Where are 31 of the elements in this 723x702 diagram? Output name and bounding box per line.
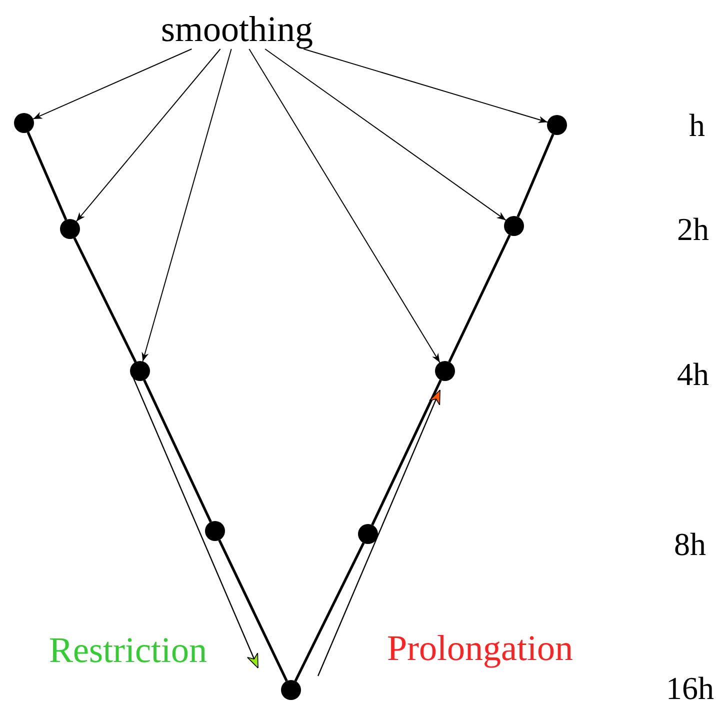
node-dot — [205, 521, 225, 541]
arrow — [264, 48, 506, 221]
level-label: 4h — [677, 358, 709, 390]
line — [143, 380, 212, 522]
node-label: smoothing — [161, 11, 314, 47]
node-dot — [504, 216, 524, 236]
level-label: h — [689, 109, 705, 141]
line — [448, 234, 511, 363]
level-label: 8h — [674, 528, 706, 560]
level-label: 16h — [666, 672, 714, 702]
arrow — [32, 48, 192, 120]
arrow — [76, 48, 221, 222]
node-dot — [130, 361, 150, 381]
node-dot — [60, 219, 80, 239]
phase-label: Prolongation — [387, 630, 573, 666]
node-dot — [358, 524, 378, 544]
node-dot — [14, 113, 34, 133]
arrow — [142, 48, 232, 362]
line — [73, 237, 137, 363]
level-label: 2h — [677, 213, 709, 245]
phase-label: Restriction — [49, 632, 207, 668]
node-dot — [281, 680, 301, 700]
line — [218, 539, 288, 682]
arrow — [248, 48, 440, 363]
node-dot — [547, 115, 567, 135]
arrow — [303, 48, 548, 123]
line — [516, 134, 554, 218]
line — [294, 542, 365, 682]
line — [26, 132, 68, 220]
line — [371, 379, 442, 526]
node-dot — [435, 361, 455, 381]
